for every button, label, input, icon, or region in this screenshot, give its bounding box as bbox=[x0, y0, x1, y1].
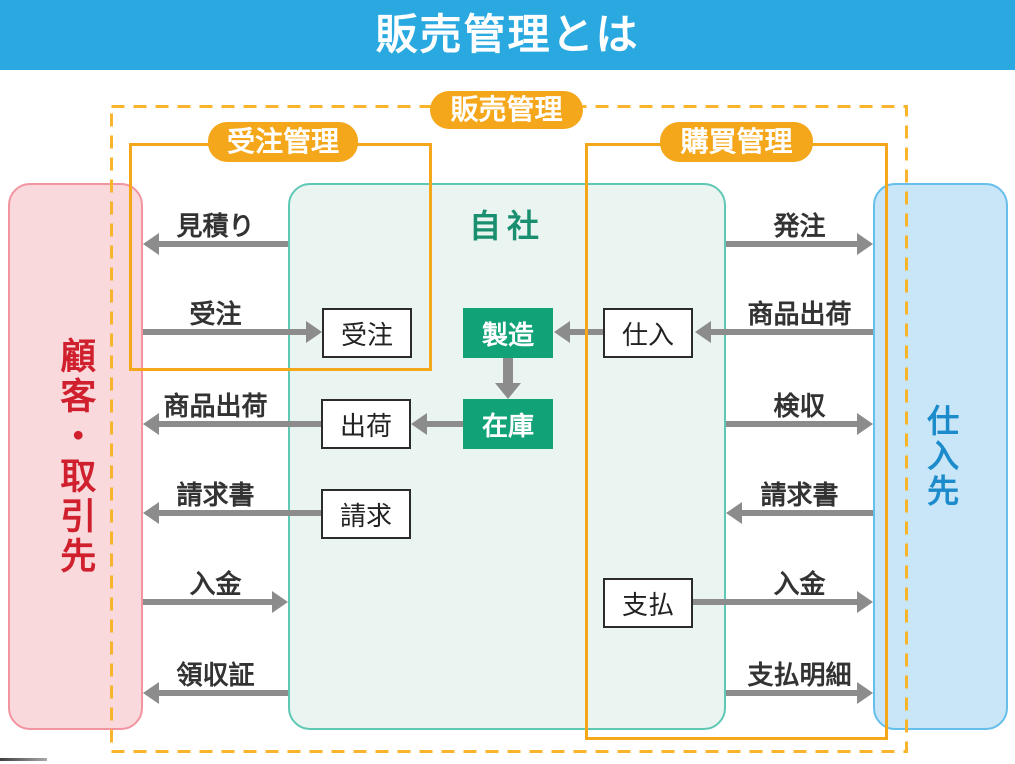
process-box-shipping: 出荷 bbox=[321, 399, 411, 449]
flow-label-inspection: 検収 bbox=[773, 391, 826, 421]
arrow-head-left-icon bbox=[554, 321, 570, 343]
company-panel-label: 自社 bbox=[468, 208, 545, 244]
arrow-head-left-icon bbox=[143, 413, 159, 435]
arrow-head-left-icon bbox=[411, 413, 427, 435]
supplier-panel-label: 仕入先 bbox=[923, 404, 960, 509]
flow-label-shipment-from-supplier: 商品出荷 bbox=[747, 299, 852, 329]
arrow-shaft bbox=[427, 421, 463, 427]
flow-label-payment-in: 入金 bbox=[189, 569, 242, 599]
order-management-pill: 受注管理 bbox=[208, 122, 358, 162]
process-box-payment: 支払 bbox=[603, 578, 693, 628]
company-panel: 自社 bbox=[288, 183, 726, 730]
arrow-shaft bbox=[159, 421, 321, 427]
arrow-head-left-icon bbox=[143, 502, 159, 524]
arrow-shaft bbox=[693, 599, 857, 605]
process-box-billing: 請求 bbox=[321, 489, 411, 539]
title-bar: 販売管理とは bbox=[0, 0, 1015, 70]
flow-label-invoice-from-supplier: 請求書 bbox=[760, 480, 839, 510]
arrow-shaft bbox=[159, 241, 288, 247]
process-box-inventory: 在庫 bbox=[463, 399, 553, 449]
arrow-head-left-icon bbox=[143, 233, 159, 255]
flow-label-payment-out: 入金 bbox=[773, 569, 826, 599]
arrow-head-left-icon bbox=[143, 682, 159, 704]
arrow-shaft bbox=[159, 510, 321, 516]
arrow-head-right-icon bbox=[857, 413, 873, 435]
process-box-purchasing: 仕入 bbox=[603, 308, 693, 358]
arrow-head-down-icon bbox=[495, 383, 521, 399]
flow-label-purchase-order: 発注 bbox=[773, 211, 826, 241]
bottom-left-fragment bbox=[0, 758, 47, 761]
arrow-head-right-icon bbox=[272, 591, 288, 613]
flow-label-receipt: 領収証 bbox=[176, 660, 255, 690]
order-management-frame bbox=[129, 143, 432, 371]
customer-panel-label: 顧客・取引先 bbox=[55, 336, 97, 577]
process-box-manufacturing: 製造 bbox=[463, 308, 553, 358]
purchase-management-frame bbox=[585, 143, 888, 740]
arrow-head-right-icon bbox=[857, 682, 873, 704]
arrow-shaft bbox=[726, 690, 857, 696]
arrow-shaft bbox=[742, 510, 873, 516]
arrow-shaft bbox=[159, 690, 288, 696]
arrow-shaft bbox=[503, 357, 513, 383]
flow-label-order-received: 受注 bbox=[189, 299, 242, 329]
arrow-head-right-icon bbox=[857, 591, 873, 613]
arrow-shaft bbox=[143, 329, 306, 335]
arrow-head-right-icon bbox=[857, 233, 873, 255]
purchase-management-pill: 購買管理 bbox=[660, 122, 813, 162]
process-box-order: 受注 bbox=[322, 308, 412, 358]
flow-label-payment-detail: 支払明細 bbox=[747, 660, 852, 690]
flow-label-invoice-to-customer: 請求書 bbox=[176, 480, 255, 510]
customer-panel: 顧客・取引先 bbox=[8, 183, 143, 730]
arrow-shaft bbox=[726, 421, 857, 427]
arrow-head-left-icon bbox=[695, 321, 711, 343]
flow-label-shipment-to-customer: 商品出荷 bbox=[163, 391, 268, 421]
arrow-head-left-icon bbox=[726, 502, 742, 524]
flow-label-quote: 見積り bbox=[176, 211, 255, 241]
arrow-head-right-icon bbox=[306, 321, 322, 343]
supplier-panel: 仕入先 bbox=[873, 183, 1008, 730]
page-title: 販売管理とは bbox=[375, 11, 640, 58]
arrow-shaft bbox=[711, 329, 873, 335]
arrow-shaft bbox=[726, 241, 857, 247]
sales-management-pill: 販売管理 bbox=[430, 91, 583, 129]
arrow-shaft bbox=[143, 599, 272, 605]
